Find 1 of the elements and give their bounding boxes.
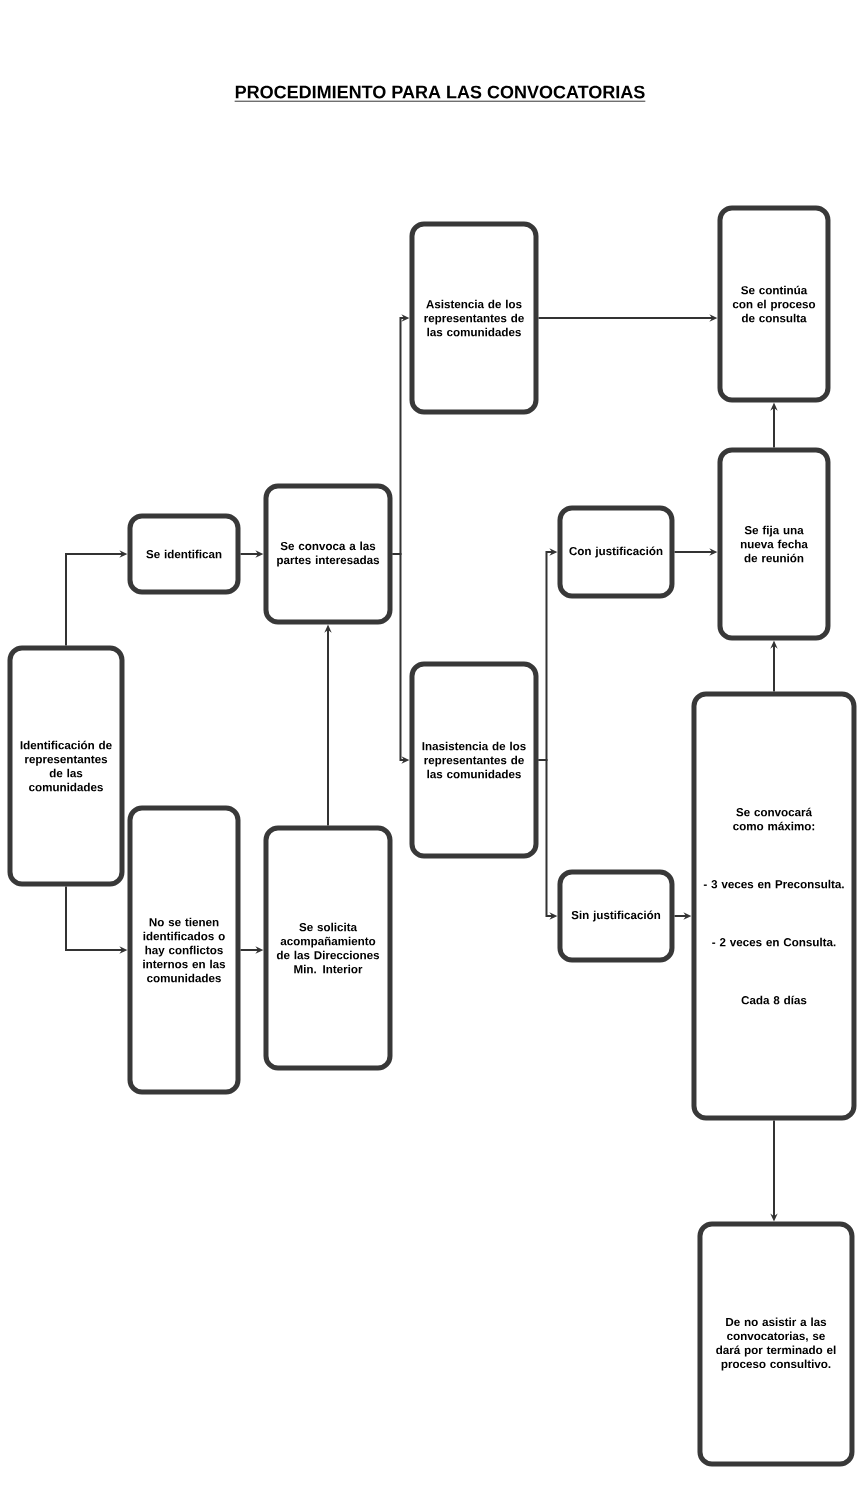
title: PROCEDIMIENTO PARA LAS CONVOCATORIAS (234, 85, 646, 102)
